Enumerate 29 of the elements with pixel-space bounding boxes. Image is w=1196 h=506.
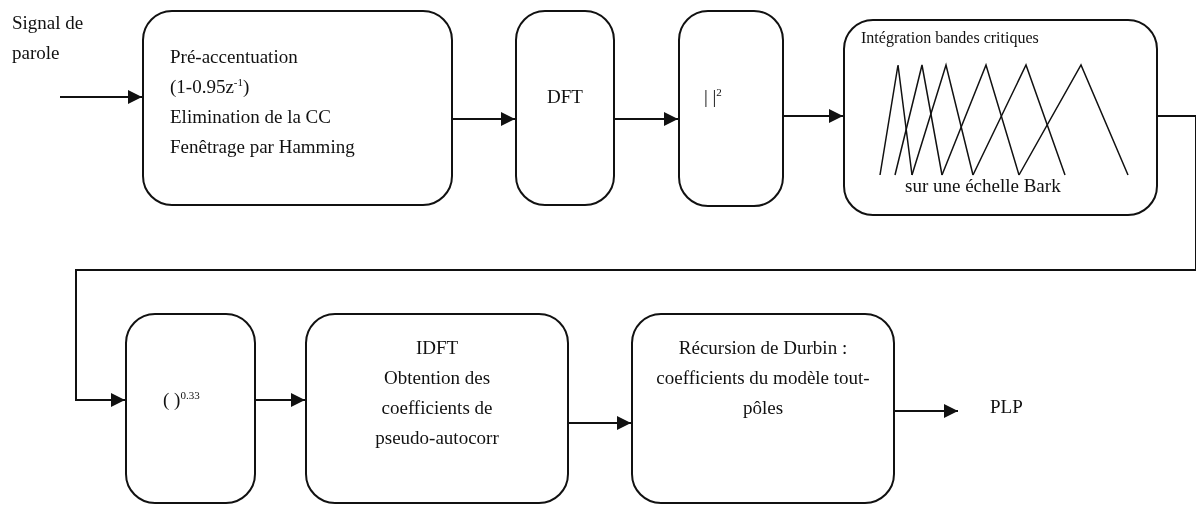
- box-text: IDFT: [414, 336, 460, 360]
- process-box: [515, 10, 615, 206]
- box-text: | |$^{2}$: [704, 85, 722, 109]
- process-box: [142, 10, 453, 206]
- process-box: [305, 313, 569, 504]
- box-text: ( )$^{0.33}$: [163, 388, 200, 412]
- arrow: [255, 393, 306, 407]
- box-text: Intégration bandes critiques: [861, 28, 1039, 49]
- output-label: PLP: [990, 395, 1023, 419]
- arrow: [59, 90, 143, 104]
- box-text: Récursion de Durbin : coefficients du modèle tout-pôles: [655, 336, 871, 420]
- box-text: Pré-accentuation: [170, 45, 298, 69]
- process-box: [631, 313, 895, 504]
- arrow: [568, 416, 632, 430]
- box-text: DFT: [546, 85, 584, 109]
- arrow: [452, 112, 516, 126]
- process-box: [125, 313, 256, 504]
- process-box: [843, 19, 1158, 216]
- arrow: [614, 112, 679, 126]
- box-text: (1-0.95z$^{-1}$): [170, 75, 250, 99]
- process-box: [678, 10, 784, 207]
- box-text: Fenêtrage par Hamming: [170, 135, 355, 159]
- edge-label: Signal de parole: [12, 11, 85, 65]
- arrow: [75, 115, 1196, 407]
- arrow: [783, 109, 844, 123]
- arrow: [894, 404, 959, 418]
- box-text: sur une échelle Bark: [905, 174, 1061, 198]
- box-text: Obtention des coefficients de pseudo-autocorr: [374, 366, 500, 450]
- box-text: Elimination de la CC: [170, 105, 331, 129]
